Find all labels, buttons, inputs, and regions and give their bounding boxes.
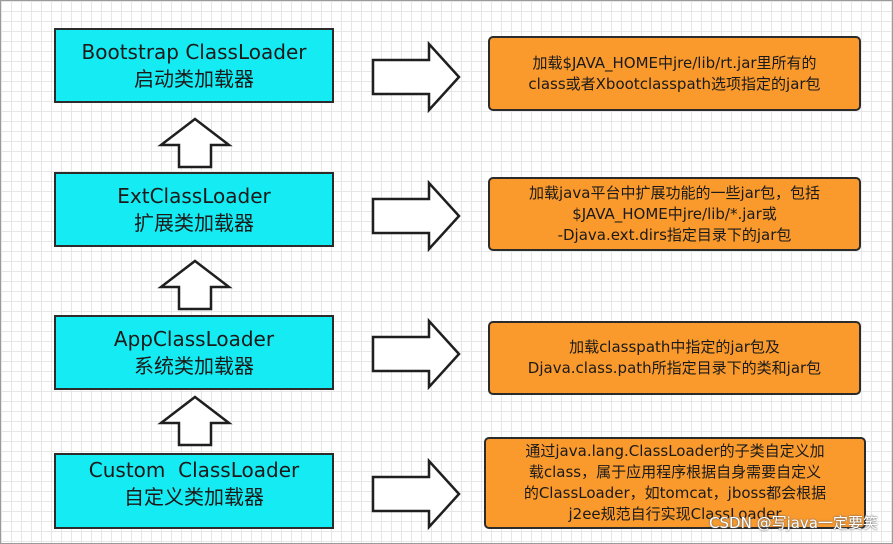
description-line: 加载java平台中扩展功能的一些jar包，包括 [529, 183, 820, 202]
up-arrow-icon [157, 117, 233, 169]
custom-description: 通过java.lang.ClassLoader的子类自定义加 载class，属于… [484, 437, 866, 529]
up-arrow-icon [157, 259, 233, 311]
loader-name: Bootstrap ClassLoader [81, 39, 307, 64]
bootstrap-description: 加载$JAVA_HOME中jre/lib/rt.jar里所有的 class或者X… [488, 36, 861, 111]
right-arrow-icon [371, 40, 461, 114]
description-line: 的ClassLoader，如tomcat，jboss都会根据 [523, 484, 827, 502]
app-classloader-box: AppClassLoader 系统类加载器 [54, 315, 334, 390]
description-line: Djava.class.path所指定目录下的类和jar包 [527, 359, 822, 377]
loader-cn-name: 启动类加载器 [134, 66, 254, 91]
loader-name: Custom ClassLoader [88, 458, 300, 482]
up-arrow-icon [157, 395, 233, 447]
description-line: 加载$JAVA_HOME中jre/lib/rt.jar里所有的 [532, 53, 817, 72]
right-arrow-icon [371, 179, 461, 253]
description-line: $JAVA_HOME中jre/lib/*.jar或 [572, 204, 777, 223]
description-line: -Djava.ext.dirs指定目录下的jar包 [557, 225, 792, 244]
loader-cn-name: 扩展类加载器 [134, 210, 254, 235]
loader-cn-name: 自定义类加载器 [124, 485, 264, 509]
ext-classloader-box: ExtClassLoader 扩展类加载器 [54, 172, 334, 247]
description-line: class或者Xbootclasspath选项指定的jar包 [528, 74, 821, 93]
loader-name: ExtClassLoader [117, 183, 271, 208]
csdn-watermark: CSDN @写java一定要笑 [709, 514, 878, 532]
right-arrow-icon [371, 317, 461, 391]
custom-classloader-box: Custom ClassLoader 自定义类加载器 [54, 453, 334, 529]
description-line: j2ee规范自行实现ClassLoader [568, 505, 782, 523]
description-line: 通过java.lang.ClassLoader的子类自定义加 [525, 442, 825, 460]
description-line: 载class，属于应用程序根据自身需要自定义 [528, 463, 822, 481]
bootstrap-classloader-box: Bootstrap ClassLoader 启动类加载器 [54, 28, 334, 103]
loader-name: AppClassLoader [113, 326, 275, 351]
right-arrow-icon [371, 457, 461, 531]
ext-description: 加载java平台中扩展功能的一些jar包，包括 $JAVA_HOME中jre/l… [488, 177, 861, 251]
loader-cn-name: 系统类加载器 [134, 353, 254, 378]
description-line: 加载classpath中指定的jar包及 [569, 338, 780, 356]
app-description: 加载classpath中指定的jar包及 Djava.class.path所指定… [488, 321, 861, 395]
